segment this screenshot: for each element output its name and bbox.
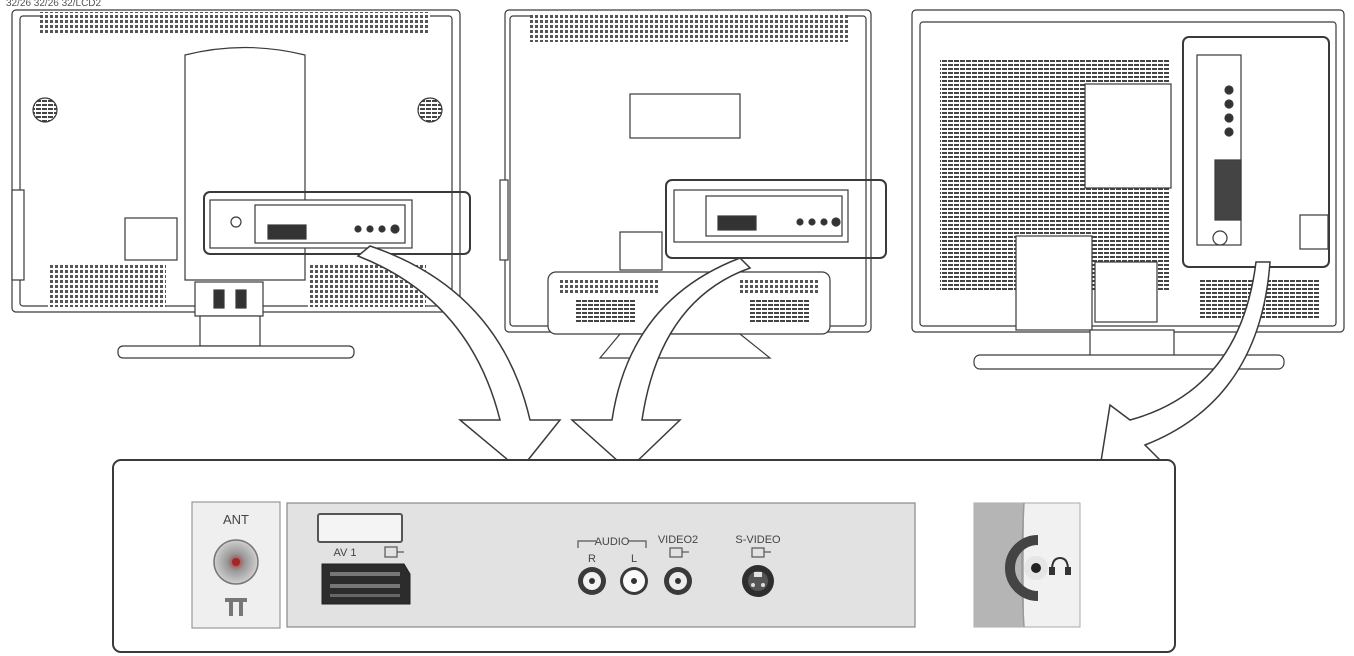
video2-label: VIDEO2	[658, 534, 698, 546]
audio-label: AUDIO	[595, 536, 630, 548]
svideo-jack	[742, 565, 774, 597]
av1-input-icon	[384, 546, 404, 558]
headphone-jack	[1005, 535, 1048, 601]
headphone-icon	[1049, 556, 1071, 575]
ant-label: ANT	[223, 512, 249, 527]
svideo-input-icon	[751, 547, 771, 558]
video2-input-icon	[669, 547, 689, 558]
input-panel: AV 1 AUDIO R L	[286, 502, 916, 628]
audio-l-label: L	[631, 553, 637, 565]
connector-panel: ANT AV 1	[112, 459, 1176, 653]
ant-block: ANT	[191, 501, 281, 629]
header-text: 32/26 32/26 32/LCD2	[6, 0, 102, 9]
tv-rear-right	[911, 9, 1345, 370]
headphone-block	[973, 502, 1081, 628]
audio-r-label: R	[588, 553, 596, 565]
callout-arrows	[356, 245, 1271, 482]
av1-label: AV 1	[333, 547, 356, 559]
arrow-left	[356, 245, 562, 472]
tv-rear-left	[11, 9, 471, 359]
antenna-icon	[225, 598, 247, 616]
scart-connector	[321, 563, 411, 605]
svideo-label: S-VIDEO	[735, 534, 781, 546]
tv-rear-center	[499, 9, 887, 359]
audio-l-jack	[620, 567, 648, 595]
video2-jack	[664, 567, 692, 595]
audio-r-jack	[578, 567, 606, 595]
av1-cover	[317, 513, 403, 543]
